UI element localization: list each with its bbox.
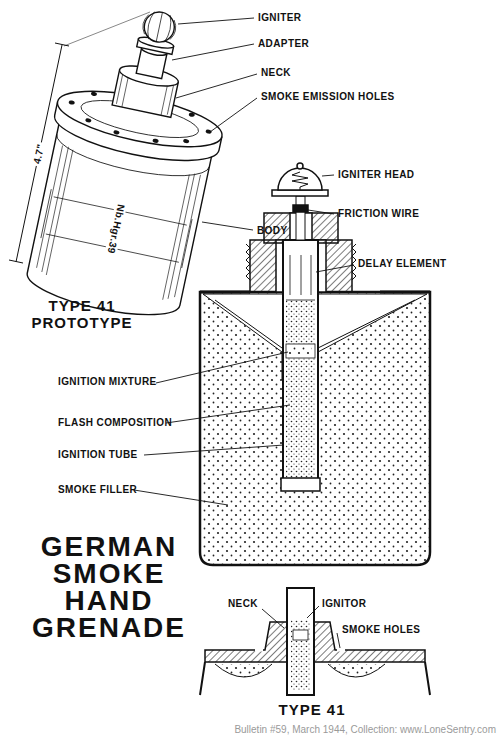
part-label: FRICTION WIRE <box>338 208 419 220</box>
dimension-line-part <box>16 45 62 262</box>
part-label: NECK <box>261 67 291 79</box>
dimension-line-part <box>64 12 150 46</box>
emission-holes-part <box>152 138 159 143</box>
emission-holes-part <box>183 139 190 144</box>
leader-lines <box>262 606 340 648</box>
part-label: SMOKE HOLES <box>342 624 420 636</box>
part-label: IGNITOR <box>322 598 366 610</box>
figure-caption: TYPE 41 <box>256 702 368 719</box>
dimension-line-part <box>9 260 23 263</box>
part-label: NECK <box>228 598 258 610</box>
prototype-grenade-part <box>41 189 192 268</box>
cross-section-part <box>286 344 315 358</box>
part-label: FLASH COMPOSITION <box>58 417 172 429</box>
cross-section-part <box>286 255 315 300</box>
dimension-line <box>9 12 150 263</box>
cross-section-part <box>286 300 315 478</box>
part-label: SMOKE EMISSION HOLES <box>261 91 395 103</box>
diagram-title: GERMAN SMOKE HAND GRENADE <box>14 533 204 641</box>
cross-section-part <box>281 478 320 491</box>
part-label: IGNITION TUBE <box>58 449 138 461</box>
leader-lines-part <box>176 74 257 98</box>
leader-lines-part <box>262 609 284 628</box>
prototype-grenade <box>17 0 244 326</box>
prototype-grenade-part <box>36 146 201 302</box>
figure-caption: TYPE 41 PROTOTYPE <box>26 298 138 331</box>
emission-holes-part <box>85 118 92 123</box>
leader-lines-part <box>172 44 254 60</box>
leader-lines-part <box>337 633 340 648</box>
leader-lines-part <box>156 352 288 383</box>
dimension-label: 4.7" <box>31 141 47 167</box>
part-label: BODY <box>257 225 288 237</box>
prototype-grenade-part <box>116 74 174 116</box>
part-label: IGNITER <box>258 12 301 24</box>
emission-holes-part <box>113 130 120 135</box>
type41-section-part <box>291 620 310 690</box>
leader-lines-part <box>178 18 254 24</box>
part-label: DELAY ELEMENT <box>358 258 447 270</box>
cross-section-part <box>278 168 322 190</box>
part-label: IGNITER HEAD <box>338 169 414 181</box>
leader-lines-part <box>307 606 319 618</box>
cross-section-part <box>289 347 312 355</box>
part-label: SMOKE FILLER <box>58 484 137 496</box>
prototype-grenade-part <box>140 9 179 45</box>
leader-lines-part <box>316 265 354 272</box>
dimension-line-part <box>55 43 69 46</box>
leader-lines-part <box>202 222 253 230</box>
part-label: IGNITION MIXTURE <box>58 376 157 388</box>
part-label: ADAPTER <box>258 38 309 50</box>
emission-holes-part <box>68 100 75 105</box>
leader-lines-part <box>322 175 334 176</box>
emission-holes-part <box>188 112 195 117</box>
cross-section-part <box>200 292 430 565</box>
leader-lines-part <box>144 445 284 455</box>
type41-section-part <box>293 630 308 640</box>
cross-section-part <box>272 190 328 196</box>
type41-section-part <box>255 649 345 652</box>
cross-section-part <box>283 240 318 490</box>
emission-holes-part <box>91 91 98 96</box>
type41-section-part <box>287 588 314 695</box>
cross-section <box>200 163 430 565</box>
leader-lines-part <box>134 490 228 505</box>
leader-lines-part <box>308 210 334 214</box>
leader-lines <box>134 175 354 505</box>
cross-section-part <box>296 196 305 240</box>
leader-lines-part <box>166 405 290 423</box>
leader-lines <box>172 18 257 230</box>
type41-section <box>200 588 430 695</box>
cross-section-part <box>293 205 308 212</box>
cross-section-part <box>297 163 303 169</box>
cross-section-part <box>292 172 308 190</box>
leader-lines-part <box>210 98 257 132</box>
source-caption: Bulletin #59, March 1944, Collection: ww… <box>234 724 496 735</box>
